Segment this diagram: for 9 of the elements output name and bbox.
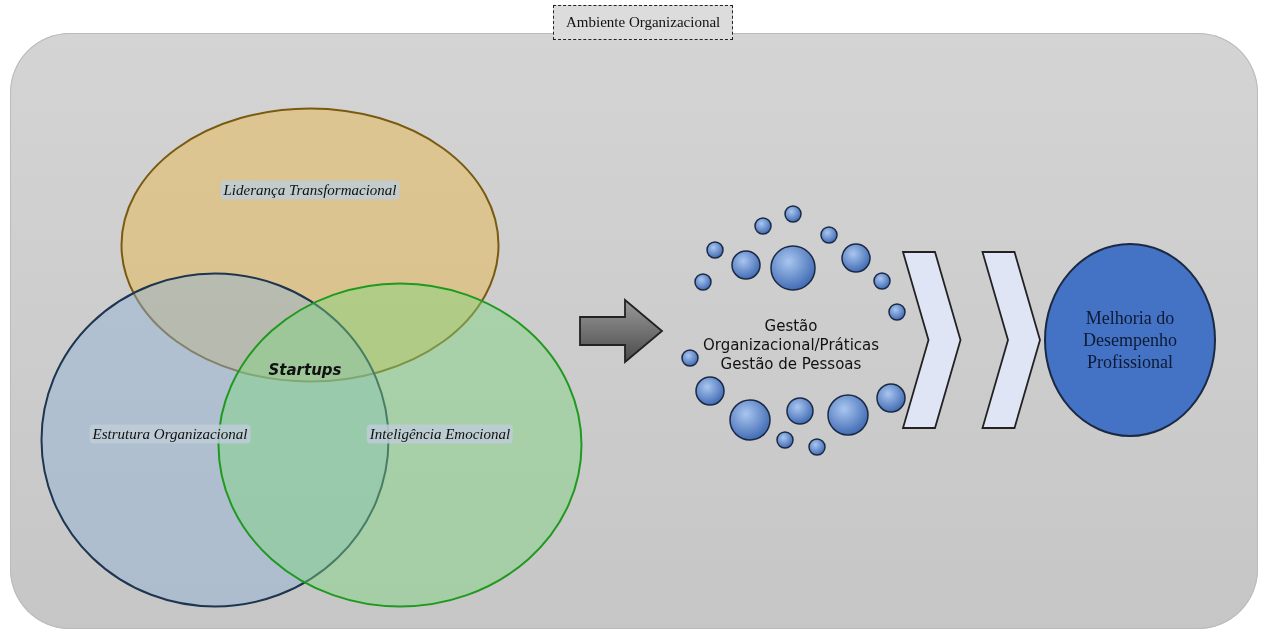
- venn-label: Inteligência Emocional: [366, 424, 514, 444]
- venn-label: Liderança Transformacional: [220, 180, 400, 200]
- venn-label: Estrutura Organizacional: [89, 424, 251, 444]
- node-label: Gestão Organizacional/Práticas Gestão de Pessoas: [701, 317, 881, 374]
- chevron-arrow: [901, 251, 1041, 429]
- center-label: Startups: [268, 361, 342, 379]
- node-label: Melhoria do Desempenho Profissional: [1082, 307, 1178, 373]
- block-arrow: [579, 298, 664, 364]
- panel-title: Ambiente Organizacional: [553, 5, 734, 40]
